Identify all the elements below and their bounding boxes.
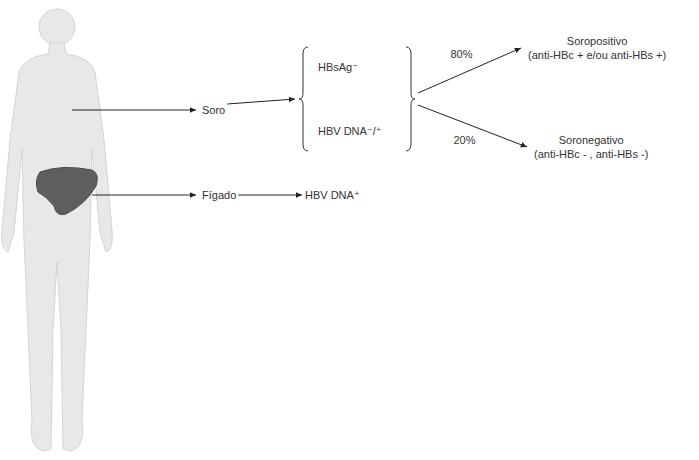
connector-arrow	[238, 195, 302, 196]
result-box: Soronegativo(anti-HBc - , anti-HBs -)	[530, 133, 652, 161]
figure-head	[39, 9, 75, 45]
node-title: Soro	[202, 103, 225, 117]
figure-body	[2, 43, 113, 451]
liver	[36, 167, 97, 214]
text-label: HBV DNA⁺	[305, 188, 360, 202]
node-note: (anti-HBc - , anti-HBs -)	[534, 147, 648, 161]
connector-arrow	[227, 99, 295, 104]
edge-label: 80%	[448, 48, 474, 61]
connector-arrow	[418, 105, 527, 147]
edge-label: 20%	[451, 134, 477, 147]
result-box: Soropositivo(anti-HBc + e/ou anti-HBs +)	[524, 34, 670, 62]
node-note: (anti-HBc + e/ou anti-HBs +)	[528, 48, 666, 62]
leader-arrow	[72, 110, 196, 111]
leader-arrow	[92, 195, 196, 196]
node-title: HBV DNA⁺	[305, 188, 360, 202]
text-label: Fígado	[202, 188, 236, 202]
human-figure	[2, 9, 113, 451]
node-title: HBsAg⁻	[318, 60, 396, 74]
connector-layer	[227, 48, 527, 195]
node-note: HBV DNA⁻/⁺	[318, 124, 396, 138]
node-title: Fígado	[202, 188, 236, 202]
node-title: Soropositivo	[528, 34, 666, 48]
text-label: Soro	[202, 103, 225, 117]
connector-arrow	[418, 48, 521, 93]
brace-group: HBsAg⁻ HBV DNA⁻/⁺	[298, 46, 416, 152]
node-title: Soronegativo	[534, 133, 648, 147]
brace-stroke	[299, 47, 308, 151]
brace-stroke	[406, 47, 415, 151]
